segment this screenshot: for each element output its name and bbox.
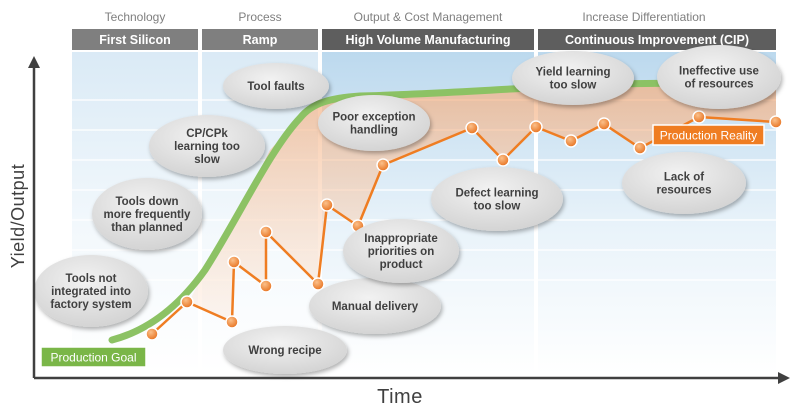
reality-point	[496, 153, 510, 167]
production-reality-label-box	[652, 124, 765, 146]
gap-area	[152, 82, 776, 334]
y-axis-label: Yield/Output	[8, 164, 28, 268]
production-reality-label: Production Reality	[660, 129, 757, 143]
issue-bubble-text: too slow	[550, 80, 597, 92]
issue-bubble-shape	[92, 178, 202, 250]
issue-bubble-text: resources	[657, 185, 712, 197]
production-goal-curve	[108, 78, 780, 344]
issue-bubble-shape	[343, 219, 459, 283]
issue-bubble-text: Inappropriate	[364, 233, 437, 245]
phase-label-hvm: High Volume Manufacturing	[345, 33, 510, 47]
issue-bubble-wrong-recipe: Wrong recipe	[223, 326, 347, 374]
issue-bubble-text: factory system	[50, 299, 131, 311]
y-axis-arrow-icon	[28, 56, 40, 68]
x-axis-label: Time	[377, 386, 423, 408]
issue-bubble-text: priorities on	[368, 246, 434, 258]
issue-bubble-text: Tools not	[66, 273, 117, 285]
production-reality-points	[145, 110, 783, 341]
issue-bubble-shape	[223, 326, 347, 374]
phase-bar-hvm	[322, 29, 534, 50]
reality-point	[225, 315, 239, 329]
issue-bubble-text: more frequently	[104, 209, 192, 221]
issue-bubble-text: Wrong recipe	[248, 345, 321, 357]
issue-bubble-shape	[149, 115, 265, 177]
phase-category-technology: Technology	[105, 10, 166, 24]
issue-bubble-tool-faults: Tool faults	[223, 63, 329, 109]
issue-bubble-text: too slow	[474, 201, 521, 213]
issue-bubble-text: Defect learning	[455, 188, 538, 200]
issue-bubble-text: product	[380, 259, 423, 271]
reality-point	[633, 141, 647, 155]
axes: Yield/Output Time	[8, 56, 790, 408]
phase-bar-ramp	[202, 29, 318, 50]
phase-label-cip: Continuous Improvement (CIP)	[565, 33, 749, 47]
issue-bubble-text: Manual delivery	[332, 301, 419, 313]
reality-point	[769, 115, 783, 129]
reality-point	[259, 225, 273, 239]
reality-point	[311, 277, 325, 291]
issue-bubble-text: slow	[194, 154, 220, 166]
issue-bubble-text: integrated into	[51, 286, 131, 298]
issue-bubble-text: learning too	[174, 141, 240, 153]
issue-bubble-shape	[318, 95, 430, 151]
reality-point	[259, 279, 273, 293]
production-reality-line	[151, 115, 777, 335]
issue-bubble-manual-delivery: Manual delivery	[309, 278, 441, 334]
phase-category-process: Process	[238, 10, 281, 24]
issue-bubble-shape	[622, 152, 746, 214]
issue-bubble-text: Tools down	[115, 196, 178, 208]
issue-bubble-text: Ineffective use	[679, 66, 759, 78]
phase-category-output-cost: Output & Cost Management	[354, 10, 503, 24]
issue-bubble-text: CP/CPk	[186, 128, 228, 140]
reality-point	[227, 255, 241, 269]
reality-point	[564, 134, 578, 148]
production-goal-label: Production Goal	[50, 351, 136, 365]
issue-bubble-text: Lack of	[664, 172, 704, 184]
production-goal-tag: Production Goal	[40, 346, 147, 368]
phase-bar-first-silicon	[72, 29, 198, 50]
issue-bubble-shape	[223, 63, 329, 109]
issue-bubble-text: Poor exception	[332, 112, 415, 124]
reality-point	[180, 295, 194, 309]
phase-category-differentiation: Increase Differentiation	[582, 10, 705, 24]
reality-point	[320, 198, 334, 212]
issue-bubble-text: than planned	[111, 222, 183, 234]
issue-bubble-text: handling	[350, 125, 398, 137]
reality-point	[376, 158, 390, 172]
production-goal-label-box	[40, 346, 147, 368]
issue-bubble-text: Yield learning	[536, 67, 611, 79]
phase-headers: Technology Process Output & Cost Managem…	[72, 10, 776, 50]
issue-bubble-shape	[309, 278, 441, 334]
issue-bubble-shape	[657, 45, 781, 109]
reality-point	[597, 117, 611, 131]
issue-bubble-shape	[431, 167, 563, 231]
phase-label-first-silicon: First Silicon	[99, 33, 171, 47]
phase-label-ramp: Ramp	[243, 33, 278, 47]
reality-point	[692, 110, 706, 124]
issue-bubble-shape	[34, 255, 148, 327]
reality-point	[465, 121, 479, 135]
issue-bubble-shape	[512, 51, 634, 105]
reality-point	[529, 120, 543, 134]
reality-point	[145, 327, 159, 341]
x-axis-arrow-icon	[778, 372, 790, 384]
phase-bar-cip	[538, 29, 776, 50]
production-reality-tag: Production Reality	[652, 124, 765, 146]
issue-bubble-text: of resources	[684, 79, 753, 91]
issue-bubble-text: Tool faults	[247, 81, 304, 93]
